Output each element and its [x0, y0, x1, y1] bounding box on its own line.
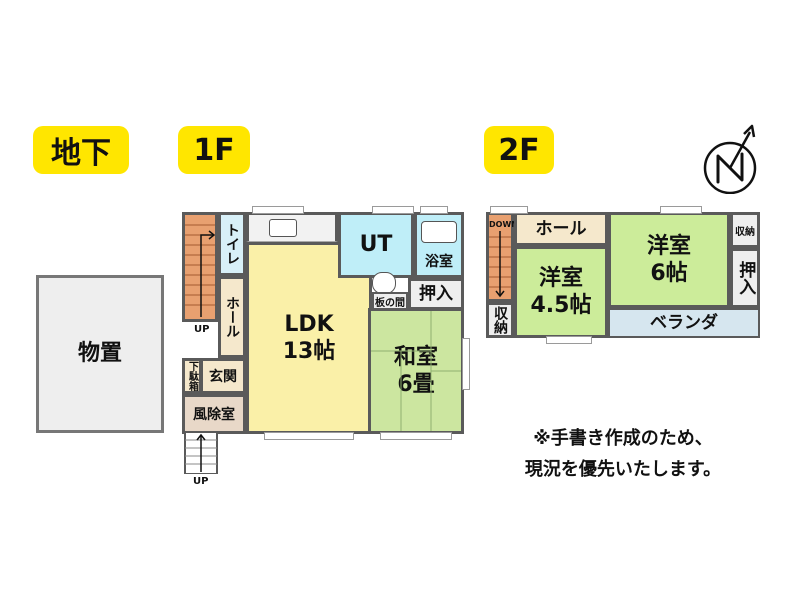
badge-1f: 1F: [178, 126, 250, 174]
room-label-toilet: トイレ: [224, 223, 240, 265]
stair-down-label: DOWN: [489, 220, 518, 229]
room-entrance: 玄関: [200, 358, 246, 394]
room-bath: 浴室: [414, 212, 464, 278]
washbasin-icon: [372, 272, 396, 294]
room-label-bath: 浴室: [425, 254, 453, 270]
staircase-2f: [486, 212, 514, 302]
window: [490, 206, 528, 214]
window: [546, 336, 592, 344]
room-western-large: 洋室 6帖: [608, 212, 730, 308]
room-size-ldk: 13帖: [282, 339, 336, 364]
window: [264, 432, 354, 440]
window: [660, 206, 702, 214]
tatami-lines: [371, 311, 461, 431]
room-label-windbreak: 風除室: [193, 407, 235, 423]
north-compass-icon: [700, 122, 766, 195]
room-label-closet-2f: 押入: [735, 261, 756, 295]
room-label-hall-1f: ホール: [224, 296, 240, 338]
room-label-closet-1f: 押入: [419, 283, 453, 304]
room-label-hall-2f: ホール: [535, 218, 587, 239]
room-label-western-small: 洋室: [538, 265, 583, 291]
window: [252, 206, 304, 214]
room-storage-2f-right: 収納: [730, 212, 760, 248]
room-label-ut: UT: [359, 232, 393, 258]
room-label-veranda: ベランダ: [650, 312, 718, 333]
shoe-box: 下駄箱: [182, 358, 202, 394]
room-size-western-small: 4.5帖: [530, 293, 592, 318]
room-hall-2f: ホール: [514, 212, 608, 246]
room-size-western-large: 6帖: [650, 261, 688, 286]
sink-icon: [269, 219, 297, 237]
room-closet-2f: 押入: [730, 248, 760, 308]
room-label-shoe-box: 下駄箱: [186, 361, 198, 391]
room-toilet: トイレ: [218, 212, 246, 276]
room-hall-1f: ホール: [218, 276, 246, 358]
room-utility: UT: [338, 212, 414, 278]
room-label-storage-left: 収納: [492, 306, 508, 334]
room-windbreak: 風除室: [182, 394, 246, 434]
badge-2f: 2F: [484, 126, 554, 174]
window: [372, 206, 414, 214]
stair-up-label: UP: [194, 324, 210, 335]
disclaimer-note: ※手書き作成のため、 現況を優先いたします。: [478, 424, 768, 485]
room-size-washitsu: 6畳: [397, 372, 435, 397]
room-storage-basement: 物置: [36, 275, 164, 433]
window: [462, 338, 470, 390]
note-line-1: ※手書き作成のため、: [533, 428, 713, 449]
outer-stair-up-label: UP: [193, 476, 209, 487]
room-label-western-large: 洋室: [646, 233, 691, 259]
room-label-storage: 物置: [77, 341, 122, 367]
window: [420, 206, 448, 214]
second-floor-plan: DOWN 収納 ホール 洋室 4.5帖 洋室 6帖 収納 押入 ベランダ: [486, 212, 760, 338]
badge-basement: 地下: [33, 126, 129, 174]
room-storage-2f-left: 収納: [486, 302, 514, 338]
room-closet-1f: 押入: [408, 278, 464, 310]
note-line-2: 現況を優先いたします。: [524, 458, 722, 480]
room-label-board: 板の間: [375, 297, 405, 309]
bathtub-icon: [421, 221, 457, 243]
room-western-small: 洋室 4.5帖: [514, 246, 608, 338]
veranda: ベランダ: [608, 308, 760, 338]
staircase-1f: [182, 212, 218, 322]
room-label-entrance: 玄関: [209, 369, 237, 385]
first-floor-plan: UP トイレ ホール 下駄箱 玄関 風除室 LDK 13帖 UT 浴室 板の間 …: [182, 212, 464, 434]
room-label-ldk: LDK: [284, 311, 334, 337]
outer-staircase: [184, 431, 218, 475]
kitchen-counter: [246, 212, 338, 242]
room-label-storage-right: 収納: [735, 226, 755, 238]
window: [380, 432, 452, 440]
